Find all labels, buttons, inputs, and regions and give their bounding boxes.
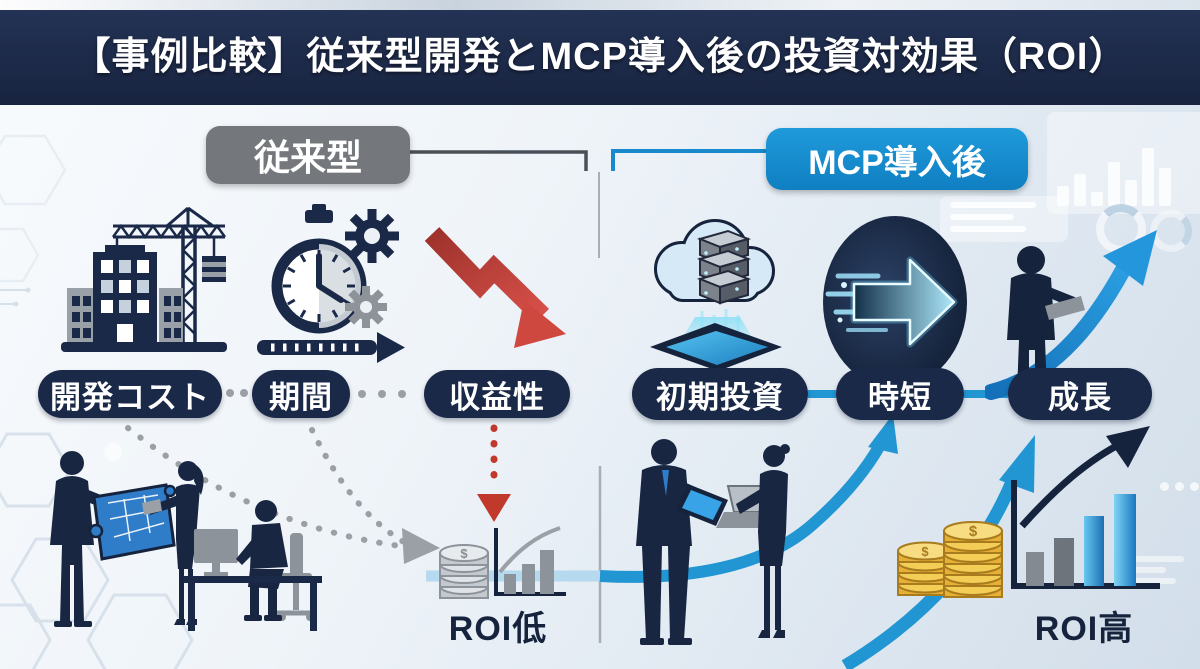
page-title: 【事例比較】従来型開発とMCP導入後の投資対効果（ROI） xyxy=(72,36,1128,78)
roi-growth-curve xyxy=(599,431,892,583)
cloud-server-icon xyxy=(650,219,782,371)
silver-coins-icon: $ xyxy=(439,544,489,599)
step-pill-profitability: 収益性 xyxy=(424,370,570,418)
building-crane-icon xyxy=(61,206,227,352)
ghost-list-panel xyxy=(940,196,1068,242)
mcp-bracket-line xyxy=(611,149,768,171)
mcp-section-label: MCP導入後 xyxy=(766,128,1028,190)
traditional-section-label: 従来型 xyxy=(206,126,410,184)
traditional-bracket-line xyxy=(410,150,588,171)
ghost-bar-chart-panel xyxy=(1047,112,1200,214)
declining-arrow-icon xyxy=(424,227,566,348)
team-planning-silhouette xyxy=(50,451,322,631)
step-pill-duration: 期間 xyxy=(252,370,350,418)
gear-icon xyxy=(345,286,387,328)
ghost-lines xyxy=(1126,556,1184,584)
svg-text:$: $ xyxy=(969,523,978,540)
gear-icon xyxy=(345,209,399,263)
gold-coins-icon: $ $ xyxy=(897,521,1003,598)
title-banner: 【事例比較】従来型開発とMCP導入後の投資対効果（ROI） xyxy=(0,0,1200,105)
team-digital-silhouette xyxy=(636,439,790,645)
speed-arrow-icon xyxy=(823,216,967,388)
step-pill-initial-investment: 初期投資 xyxy=(632,368,808,420)
step-pill-time-saving: 時短 xyxy=(836,368,964,420)
roi-high-label: ROI高 xyxy=(1034,610,1134,648)
dotted-flow-curve xyxy=(309,427,407,545)
ghost-dots xyxy=(1160,482,1199,491)
svg-text:$: $ xyxy=(460,546,468,561)
high-roi-chart-icon xyxy=(1011,426,1160,589)
stopwatch-gears-icon xyxy=(257,204,405,363)
svg-text:$: $ xyxy=(921,544,929,559)
step-pill-growth: 成長 xyxy=(1008,368,1152,420)
low-roi-chart-icon xyxy=(494,526,566,596)
header-divider-strip xyxy=(0,0,1200,10)
dotted-flow-curve xyxy=(125,425,403,549)
server-stack-icon xyxy=(696,229,752,305)
step-pill-dev-cost: 開発コスト xyxy=(38,370,222,418)
gray-arrowhead xyxy=(402,528,440,564)
roi-low-label: ROI低 xyxy=(448,610,548,648)
ghost-donut-chart xyxy=(1150,210,1192,252)
